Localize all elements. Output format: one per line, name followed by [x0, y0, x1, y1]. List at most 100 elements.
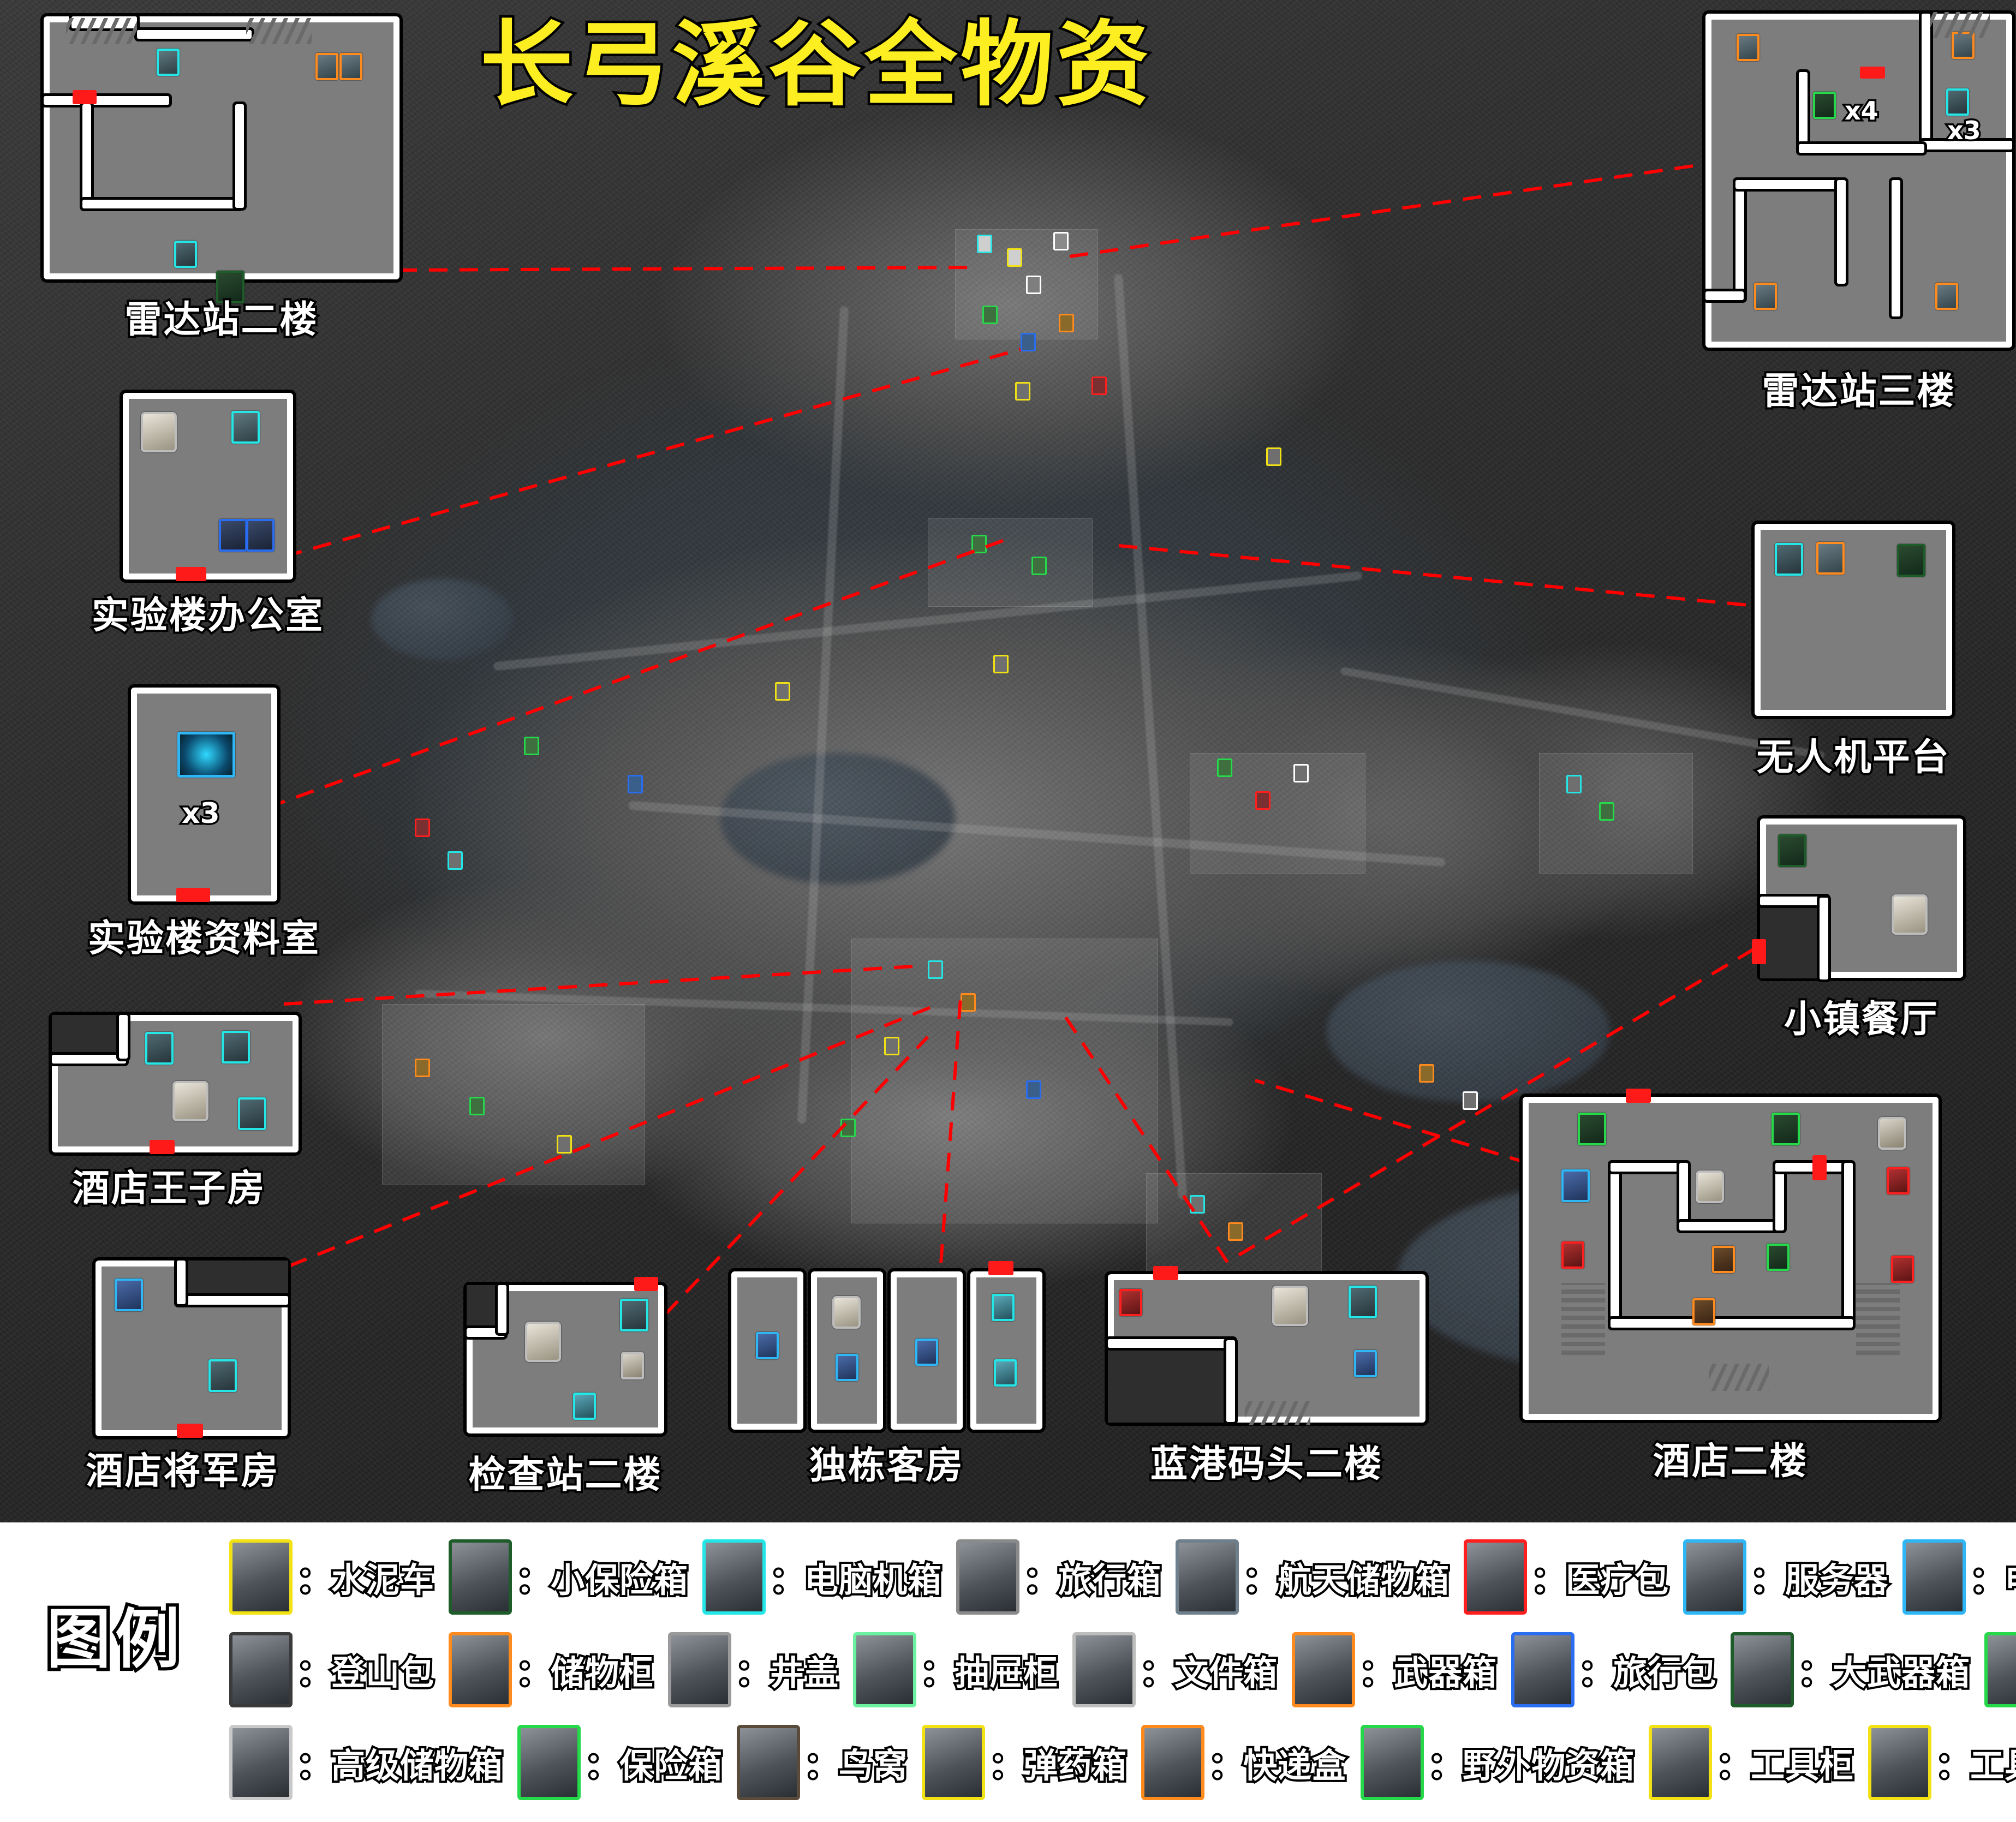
- wall-segment: [44, 96, 169, 105]
- loot-pip: [982, 306, 998, 324]
- entry-marker: [1860, 67, 1885, 79]
- loot-icon-clothing: [1354, 1350, 1377, 1377]
- legend-item: ：大武器箱: [1731, 1632, 1972, 1707]
- loot-icon-delivery-box: [1692, 1298, 1715, 1325]
- loot-icon-server: [177, 732, 235, 778]
- legend-item: ：医疗包: [1464, 1539, 1671, 1615]
- legend-item-label: ：储物柜: [514, 1651, 655, 1695]
- legend-item-label: ：旅行包: [1577, 1651, 1718, 1695]
- legend-item-label: ：电脑: [1968, 1558, 2016, 1602]
- water-body: [371, 578, 513, 660]
- legend-item: ：保险箱: [517, 1725, 724, 1800]
- plan-label-villa-rooms: 独栋客房: [807, 1442, 965, 1490]
- loot-pip: [557, 1135, 572, 1154]
- legend-item: ：储物柜: [449, 1632, 655, 1707]
- stairs-icon: [246, 18, 312, 44]
- wall-segment: [1760, 897, 1828, 905]
- wall-segment: [467, 1328, 505, 1337]
- plan-notch: [1760, 901, 1826, 978]
- loot-icon-medkit: [1891, 1256, 1914, 1283]
- water-body: [1326, 960, 1610, 1102]
- loot-pip: [1026, 276, 1041, 294]
- cement-truck-icon: [229, 1539, 293, 1615]
- loot-pip: [971, 535, 987, 553]
- legend-item: ：旅行箱: [956, 1539, 1163, 1615]
- wall-segment: [1611, 1319, 1853, 1328]
- loot-pip: [884, 1037, 899, 1055]
- entry-marker: [176, 888, 210, 902]
- loot-pip: [1026, 1080, 1041, 1099]
- item-count-x4: x4: [1843, 94, 1881, 128]
- legend-item: ：工具柜: [1649, 1725, 1856, 1800]
- plan-outline: [123, 393, 293, 581]
- loot-pip: [1419, 1064, 1434, 1083]
- wall-segment: [1226, 1340, 1235, 1422]
- hiking-pack-icon: [229, 1632, 293, 1707]
- loot-pip: [1053, 232, 1069, 250]
- wall-segment: [1820, 898, 1828, 979]
- legend-item: ：旅行包: [1511, 1632, 1718, 1707]
- villa-room-group: [731, 1261, 1042, 1430]
- plan-label-hotel-2f: 酒店二楼: [1651, 1438, 1809, 1485]
- entry-marker: [1153, 1266, 1178, 1280]
- wall-segment: [1679, 1163, 1688, 1228]
- loot-pip: [1228, 1222, 1243, 1241]
- legend-item: ：小保险箱: [449, 1539, 690, 1615]
- road: [797, 306, 849, 1124]
- loot-icon-clothing: [756, 1332, 779, 1359]
- safe-icon: [517, 1725, 581, 1800]
- trash-bin-icon: [1984, 1632, 2016, 1707]
- plan-outline: [1523, 1089, 1939, 1420]
- legend-item: ：登山包: [229, 1632, 436, 1707]
- loot-icon-computer-case: [1775, 543, 1803, 576]
- loot-icon-drawer-cabinet: [573, 1393, 596, 1420]
- plan-label-blueport-2f: 蓝港码头二楼: [1148, 1441, 1383, 1488]
- loot-pip: [1021, 333, 1036, 351]
- legend-item-label: ：小保险箱: [514, 1558, 690, 1602]
- loot-icon-medkit: [1119, 1289, 1142, 1316]
- loot-icon-drawer-cabinet: [994, 1359, 1017, 1387]
- floor-plan-drone-pad: 无人机平台: [1754, 524, 1952, 781]
- wall-segment: [1735, 180, 1744, 300]
- legend-item-label: ：保险箱: [583, 1743, 724, 1788]
- plan-label-radar-3f: 雷达站三楼: [1759, 368, 1956, 415]
- loot-pip: [993, 655, 1009, 673]
- loot-icon-clothing: [836, 1354, 858, 1381]
- floor-plan-lab-archive: x3 实验楼资料室: [86, 688, 321, 963]
- legend-item-label: ：工具箱: [1934, 1743, 2016, 1788]
- loot-icon-small-safe: [1897, 544, 1925, 577]
- stairs-icon: [1856, 1283, 1900, 1359]
- wall-segment: [1108, 1339, 1234, 1348]
- loot-icon-document-case: [525, 1322, 561, 1362]
- bird-nest-icon: [737, 1725, 801, 1800]
- legend-item: ：高级储物箱: [229, 1725, 505, 1800]
- legend-item: ：电脑: [1902, 1539, 2016, 1615]
- stairs-icon: [1245, 1401, 1310, 1425]
- loot-icon-document-case: [1878, 1117, 1906, 1150]
- road: [1113, 273, 1188, 1200]
- stairs-icon: [66, 18, 137, 44]
- drawer-cabinet-icon: [853, 1632, 917, 1707]
- legend-item-label: ：旅行箱: [1022, 1558, 1163, 1602]
- legend-item: ：抽屉柜: [853, 1632, 1060, 1707]
- plan-outline: x4 x3: [1705, 12, 2012, 348]
- wall-segment: [1705, 291, 1744, 300]
- legend-item: ：弹药箱: [922, 1725, 1129, 1800]
- floor-plan-radar-3f: x4 x3 雷达站三楼: [1705, 12, 2012, 415]
- plan-outline: [1752, 819, 1963, 979]
- plan-outline: [1108, 1266, 1425, 1425]
- entry-marker: [150, 1140, 175, 1154]
- wall-segment: [82, 104, 91, 208]
- plan-outline: [44, 16, 399, 303]
- plan-outline: [811, 1271, 883, 1430]
- wall-segment: [82, 200, 241, 208]
- plan-label-radar-2f: 雷达站二楼: [122, 296, 319, 344]
- legend-row-3: ：高级储物箱：保险箱：鸟窝：弹药箱：快递盒：野外物资箱：工具柜：工具箱：衣服: [229, 1719, 2016, 1806]
- plan-label-drone-pad: 无人机平台: [1754, 734, 1951, 781]
- map-building: [382, 1004, 645, 1185]
- legend-row-2: ：登山包：储物柜：井盖：抽屉柜：文件箱：武器箱：旅行包：大武器箱：垃圾桶: [229, 1626, 2016, 1713]
- plan-notch: [467, 1285, 499, 1332]
- computer-case-icon: [702, 1539, 766, 1615]
- plan-outline: [96, 1261, 288, 1438]
